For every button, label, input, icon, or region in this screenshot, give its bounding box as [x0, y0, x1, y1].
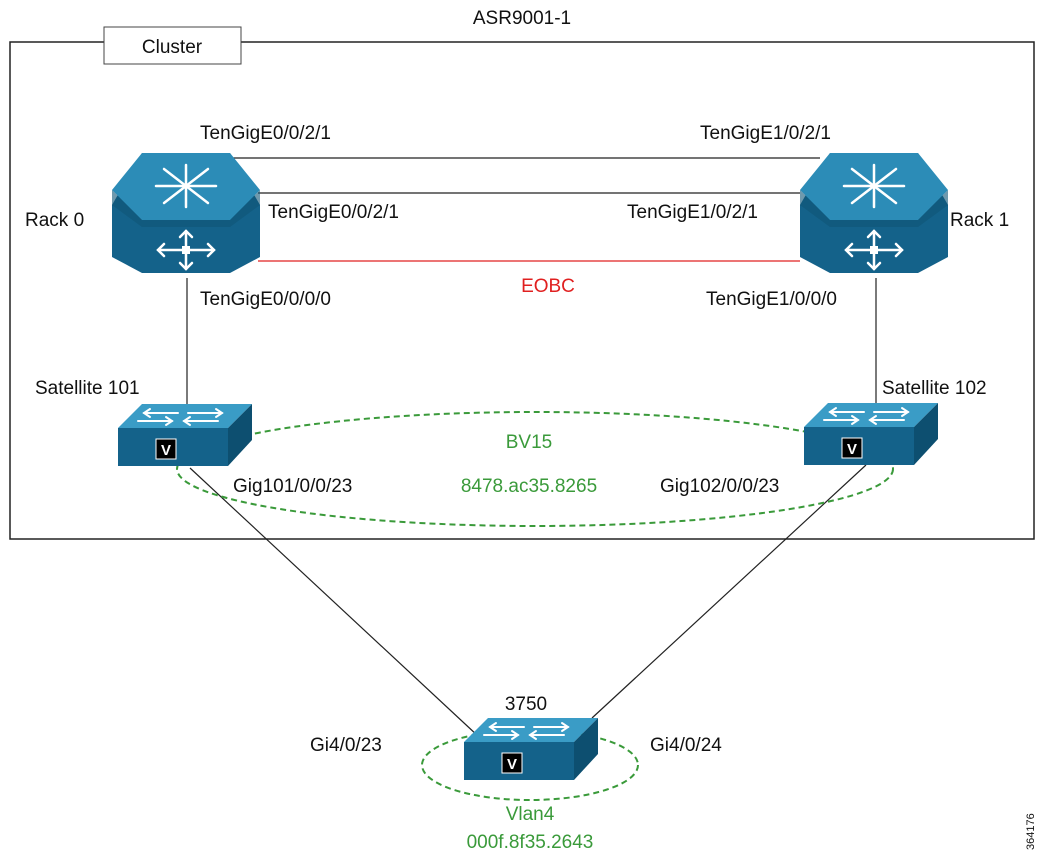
vlan-name: Vlan4 — [506, 804, 555, 825]
satellite102-badge: V — [847, 441, 857, 458]
rack1-upper-interface: TenGigE1/0/2/1 — [700, 123, 831, 144]
satellite101-label: Satellite 101 — [35, 378, 140, 399]
satellite101-port: Gig101/0/0/23 — [233, 476, 352, 497]
rack1-label: Rack 1 — [950, 210, 1009, 231]
satellite102-label: Satellite 102 — [882, 378, 987, 399]
cluster-tab — [103, 26, 242, 65]
cluster-boundary — [9, 41, 1035, 540]
rack0-upper-interface: TenGigE0/0/2/1 — [200, 123, 331, 144]
satellite101-badge: V — [161, 442, 171, 459]
bvi-ellipse — [176, 411, 894, 527]
rack0-label: Rack 0 — [25, 210, 84, 231]
switch3750-icon: V — [463, 717, 599, 781]
vlan-mac: 000f.8f35.2643 — [467, 832, 594, 853]
link-satellite101-3750 — [189, 467, 479, 737]
vlan-ellipse — [421, 729, 639, 801]
rack0-router-icon — [110, 151, 262, 275]
satellite102-switch-icon: V — [803, 402, 939, 466]
cluster-label: Cluster — [142, 37, 203, 58]
figure-id: 364176 — [1025, 813, 1037, 850]
switch3750-port-left: Gi4/0/23 — [310, 735, 382, 756]
switch3750-badge: V — [507, 756, 517, 773]
satellite101-switch-icon: V — [117, 403, 253, 467]
rack1-down-interface: TenGigE1/0/0/0 — [706, 289, 837, 310]
rack0-down-interface: TenGigE0/0/0/0 — [200, 289, 331, 310]
rack1-router-icon — [798, 151, 950, 275]
diagram-title: ASR9001-1 — [473, 8, 571, 29]
switch3750-port-right: Gi4/0/24 — [650, 735, 722, 756]
rack0-middle-interface: TenGigE0/0/2/1 — [268, 202, 399, 223]
link-satellite102-3750 — [591, 464, 867, 719]
bvi-mac: 8478.ac35.8265 — [461, 476, 597, 497]
eobc-label: EOBC — [521, 276, 575, 297]
rack1-middle-interface: TenGigE1/0/2/1 — [627, 202, 758, 223]
satellite102-port: Gig102/0/0/23 — [660, 476, 779, 497]
switch3750-label: 3750 — [505, 694, 547, 715]
bvi-name: BV15 — [506, 432, 552, 453]
